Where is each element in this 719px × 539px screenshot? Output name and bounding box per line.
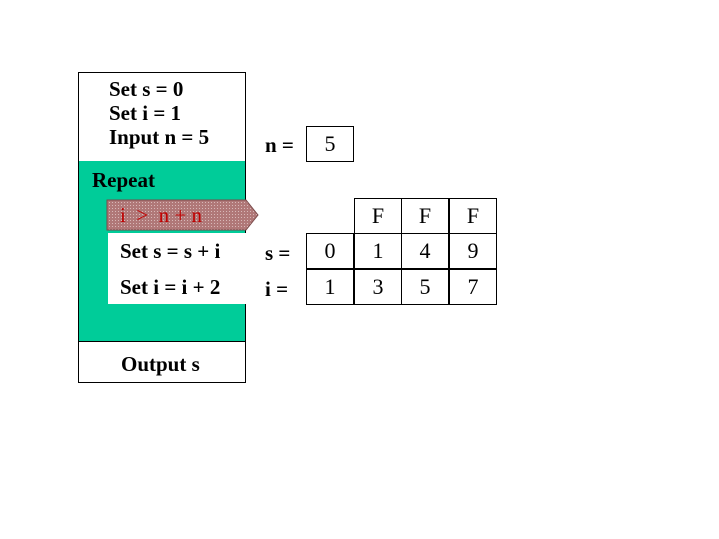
i-value-cell: 7 [449,269,497,305]
condition-result-cell: F [449,198,497,234]
i-value-cell: 1 [306,269,354,305]
loop-body: Set s = s + i Set i = i + 2 [108,233,246,304]
loop-step-2: Set i = i + 2 [120,275,221,299]
loop-condition-shape [106,199,259,231]
i-row-label: i = [265,277,289,301]
init-line-3: Input n = 5 [109,125,210,149]
s-row-label: s = [265,241,291,265]
init-line-1: Set s = 0 [109,77,184,101]
condition-result-cell: F [401,198,449,234]
output-label: Output s [121,352,200,376]
n-value-cell: 5 [306,126,354,162]
repeat-label: Repeat [92,168,155,192]
i-value-cell: 3 [354,269,402,305]
output-block: Output s [78,341,246,383]
s-value-cell: 1 [354,233,402,269]
s-value-cell: 9 [449,233,497,269]
loop-condition: i > n + n [120,203,203,227]
condition-result-cell: F [354,198,402,234]
s-value-cell: 0 [306,233,354,269]
init-line-2: Set i = 1 [109,101,182,125]
s-value-cell: 4 [401,233,449,269]
i-value-cell: 5 [401,269,449,305]
n-label: n = [265,133,294,157]
loop-step-1: Set s = s + i [120,239,221,263]
init-block: Set s = 0 Set i = 1 Input n = 5 [78,72,246,162]
